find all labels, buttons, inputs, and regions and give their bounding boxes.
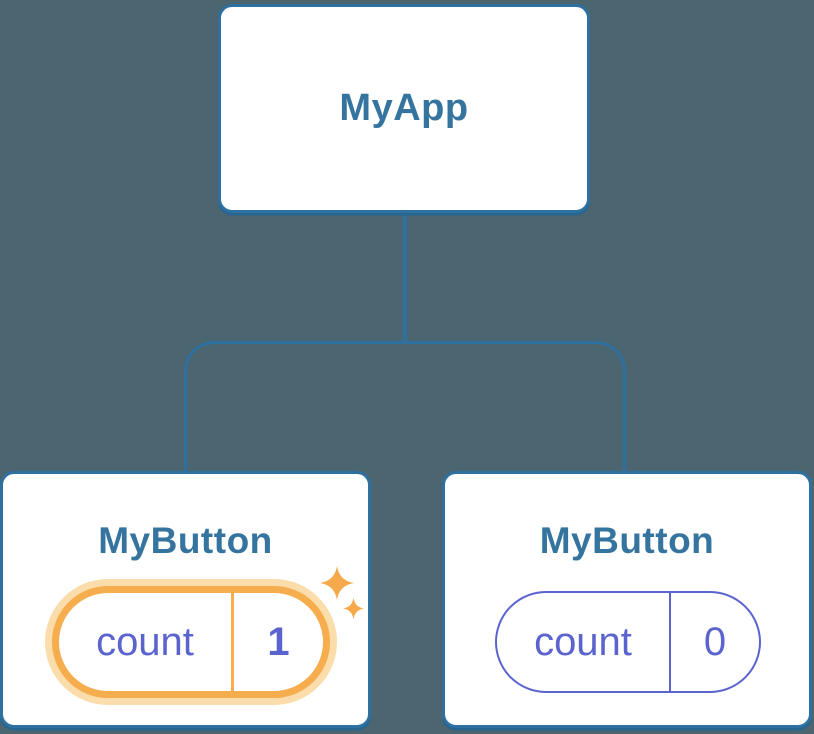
component-label: MyApp xyxy=(339,87,469,129)
component-node-mybutton: MyButton count 0 xyxy=(442,471,812,728)
connector-stem-line xyxy=(403,211,407,343)
state-pill-highlighted: count 1 xyxy=(52,586,330,698)
state-value: 1 xyxy=(231,593,323,691)
sparkle-icon-large xyxy=(320,566,354,600)
state-pill: count 0 xyxy=(495,591,761,693)
connector-branch-line xyxy=(184,341,626,471)
state-value: 0 xyxy=(669,593,759,691)
component-label: MyButton xyxy=(98,520,273,561)
component-node-mybutton-highlighted: MyButton count 1 xyxy=(0,471,371,728)
sparkle-icon-small xyxy=(343,598,364,619)
component-node-myapp: MyApp xyxy=(218,4,590,213)
state-key-label: count xyxy=(96,619,194,664)
state-key-label: count xyxy=(534,619,632,664)
component-label: MyButton xyxy=(539,520,715,561)
